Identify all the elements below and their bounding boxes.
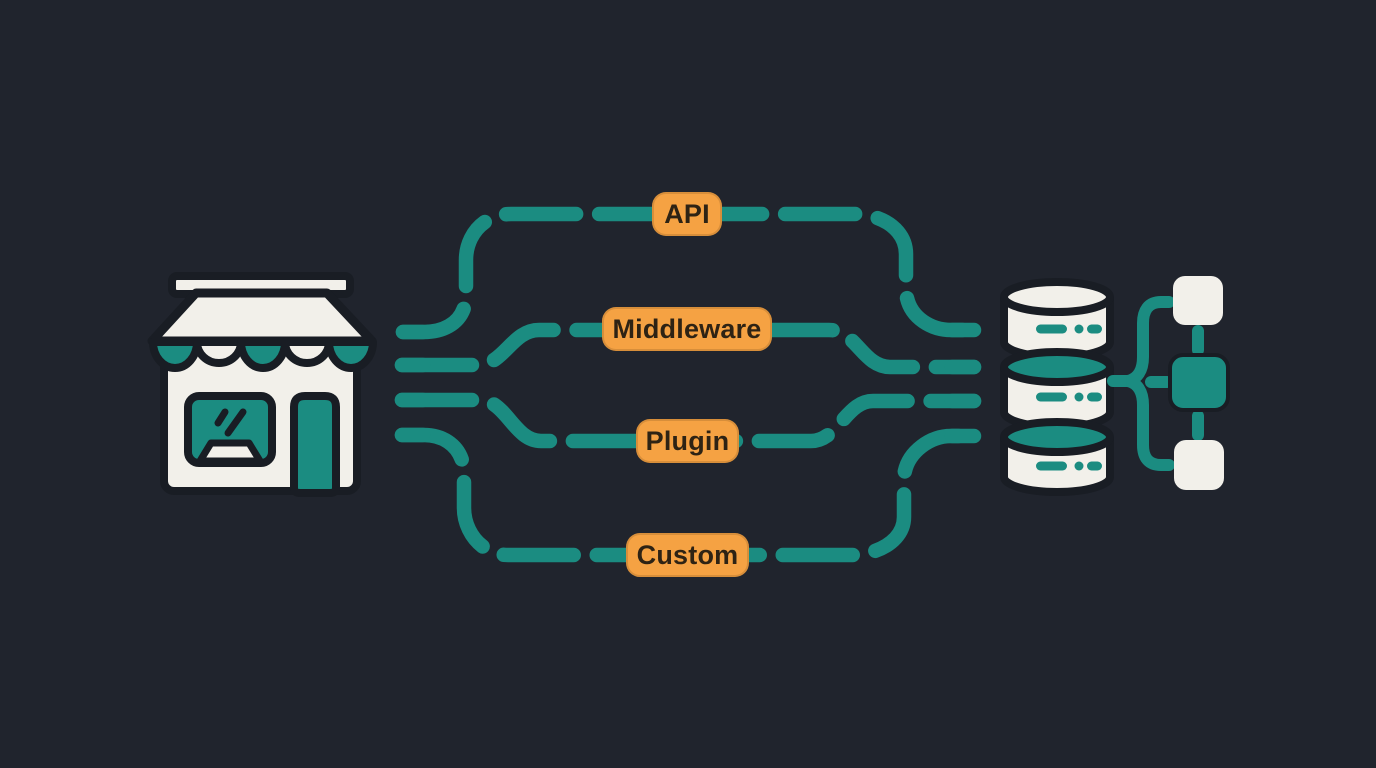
three-node-branch-icon	[1107, 276, 1230, 490]
db-indicator-lights	[1036, 324, 1102, 471]
storefront-icon	[147, 272, 377, 497]
connection-label-middleware: Middleware	[602, 307, 772, 351]
pipe-custom	[394, 427, 982, 563]
window-glare	[214, 408, 247, 437]
output-node-bottom	[1174, 440, 1224, 490]
store-roof	[147, 288, 377, 346]
output-node-middle	[1168, 353, 1230, 412]
connection-label-plugin: Plugin	[636, 419, 739, 463]
output-node-top	[1173, 276, 1223, 325]
store-door	[290, 392, 340, 497]
store-awning	[149, 338, 377, 372]
database-stack-icon	[1000, 278, 1114, 496]
pipe-api	[395, 206, 982, 340]
connection-label-custom: Custom	[626, 533, 749, 577]
store-window	[184, 392, 276, 467]
pipe-end-caps	[394, 322, 982, 444]
branch-brace	[1126, 296, 1175, 471]
window-sill	[196, 439, 264, 465]
pipes	[394, 206, 982, 563]
connection-label-api: API	[652, 192, 722, 236]
branch-connector	[1107, 296, 1204, 471]
